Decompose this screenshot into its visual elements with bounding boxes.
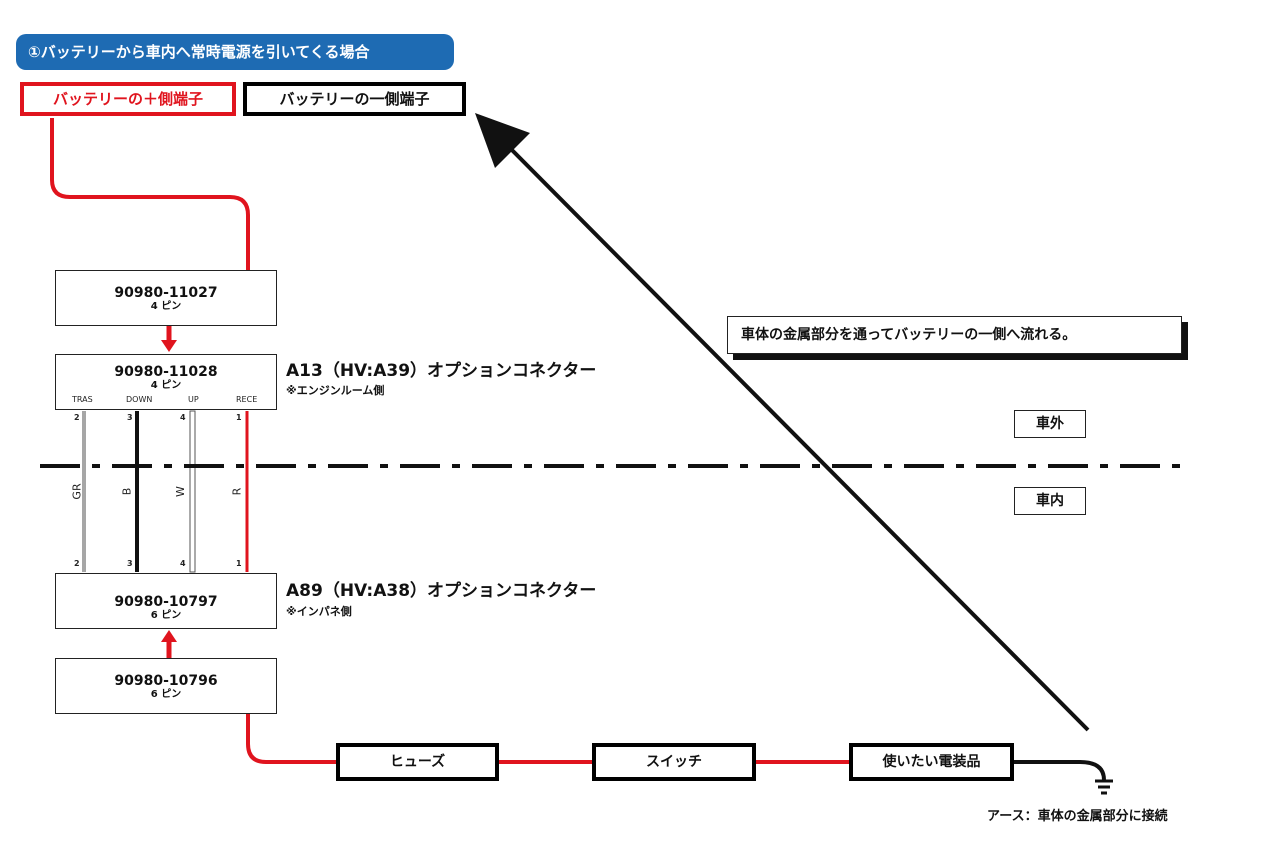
pin-number: 1: [236, 413, 242, 422]
harness-wire-w: [189, 410, 196, 573]
wire-color-label: B: [120, 487, 134, 496]
pin-header-down-top: DOWN: [126, 395, 153, 404]
zone-label-inside: 車内: [1014, 487, 1086, 515]
connector-pin-count: 4 ピン: [150, 301, 182, 312]
connector-part-number: 90980-10797: [114, 594, 218, 610]
wire-color-label: W: [173, 486, 187, 497]
connector-pin-count: 4 ピン: [150, 380, 182, 391]
page-title: ①バッテリーから車内へ常時電源を引いてくる場合: [16, 34, 454, 70]
zone-label-outside: 車外: [1014, 410, 1086, 438]
battery-negative-terminal: バッテリーの一側端子: [243, 82, 466, 116]
connector-pin-count: 6 ピン: [150, 689, 182, 700]
connector-part-number: 90980-10796: [114, 673, 218, 689]
pin-number: 2: [74, 413, 80, 422]
connector-90980-10797: 90980-10797 6 ピン: [55, 573, 277, 629]
connector-90980-11028: 90980-11028 4 ピン: [55, 354, 277, 410]
return-path-arrow-head: [475, 113, 530, 168]
positive-wire-top: [50, 118, 250, 270]
pin-number: 3: [127, 559, 133, 568]
pin-number: 2: [74, 559, 80, 568]
earth-label: アース：車体の金属部分に接続: [987, 809, 1168, 824]
pin-number: 3: [127, 413, 133, 422]
connect-arrow-up-head: [161, 630, 177, 642]
pin-number: 1: [236, 559, 242, 568]
wire-color-label: R: [230, 487, 244, 496]
ground-wire: [1013, 760, 1106, 781]
battery-positive-terminal: バッテリーの＋側端子: [20, 82, 236, 116]
pin-number: 4: [180, 413, 186, 422]
pin-header-tras-top: TRAS: [72, 395, 93, 404]
return-path-arrow-shaft: [506, 144, 1090, 732]
wire-color-label: GR: [70, 483, 84, 500]
pin-number: 4: [180, 559, 186, 568]
positive-wire-bottom: [246, 712, 338, 764]
return-path-callout: 車体の金属部分を通ってバッテリーの一側へ流れる。: [727, 316, 1182, 354]
connector-pin-count: 6 ピン: [150, 610, 182, 621]
earth-icon: [1095, 779, 1113, 795]
connect-arrow-down-head: [161, 340, 177, 352]
connector-name-a13: A13（HV:A39）オプションコネクター: [286, 361, 597, 381]
fuse-box: ヒューズ: [336, 743, 499, 781]
pin-header-up-top: UP: [188, 395, 199, 404]
connector-part-number: 90980-11028: [114, 364, 218, 380]
switch-box: スイッチ: [592, 743, 756, 781]
connector-note-instrument-panel: ※インパネ側: [286, 605, 352, 618]
connector-part-number: 90980-11027: [114, 285, 218, 301]
electrical-device-box: 使いたい電装品: [849, 743, 1014, 781]
connector-90980-11027: 90980-11027 4 ピン: [55, 270, 277, 326]
connector-note-engine-room: ※エンジンルーム側: [286, 384, 385, 397]
pin-header-rece-top: RECE: [236, 395, 258, 404]
connector-90980-10796: 90980-10796 6 ピン: [55, 658, 277, 714]
connector-name-a89: A89（HV:A38）オプションコネクター: [286, 581, 597, 601]
